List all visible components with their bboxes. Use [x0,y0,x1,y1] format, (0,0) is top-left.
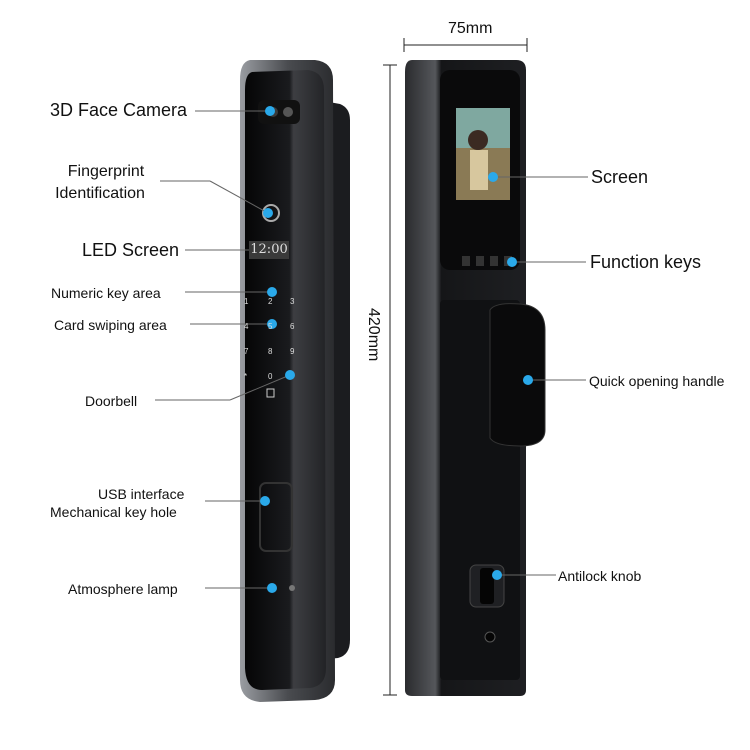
key-0: 0 [268,372,273,381]
label-numeric-keys: Numeric key area [51,285,161,301]
label-usb: USB interface [98,486,185,502]
key-3: 3 [290,297,295,306]
callout-lines [155,110,588,589]
key-4: 4 [244,322,249,331]
label-card-swipe: Card swiping area [54,317,167,333]
label-fingerprint-1: Fingerprint [67,163,145,180]
label-screen: Screen [591,167,649,187]
label-atmosphere-lamp: Atmosphere lamp [68,581,178,597]
face-camera [258,100,300,124]
label-led-screen: LED Screen [82,240,180,260]
key-2: 2 [268,297,273,306]
key-6: 6 [290,322,295,331]
label-doorbell: Doorbell [85,393,138,409]
key-7: 7 [244,347,249,356]
label-handle: Quick opening handle [589,373,725,389]
key-star: * [244,372,248,381]
width-dimension: 75mm [448,20,493,37]
label-fingerprint-2: Identification [55,185,145,202]
key-1: 1 [244,297,249,306]
key-5: 5 [268,322,273,331]
height-dimension: 420mm [365,308,382,362]
label-face-camera: 3D Face Camera [50,100,188,120]
label-key-hole: Mechanical key hole [50,504,177,520]
label-function-keys: Function keys [590,252,702,272]
quick-opening-handle [489,303,546,447]
left-lock-face [245,70,326,690]
label-antilock: Antilock knob [558,568,642,584]
key-8: 8 [268,347,273,356]
key-9: 9 [290,347,295,356]
led-screen-time: 12:00 [249,241,289,259]
key-hole-cover [259,482,293,552]
